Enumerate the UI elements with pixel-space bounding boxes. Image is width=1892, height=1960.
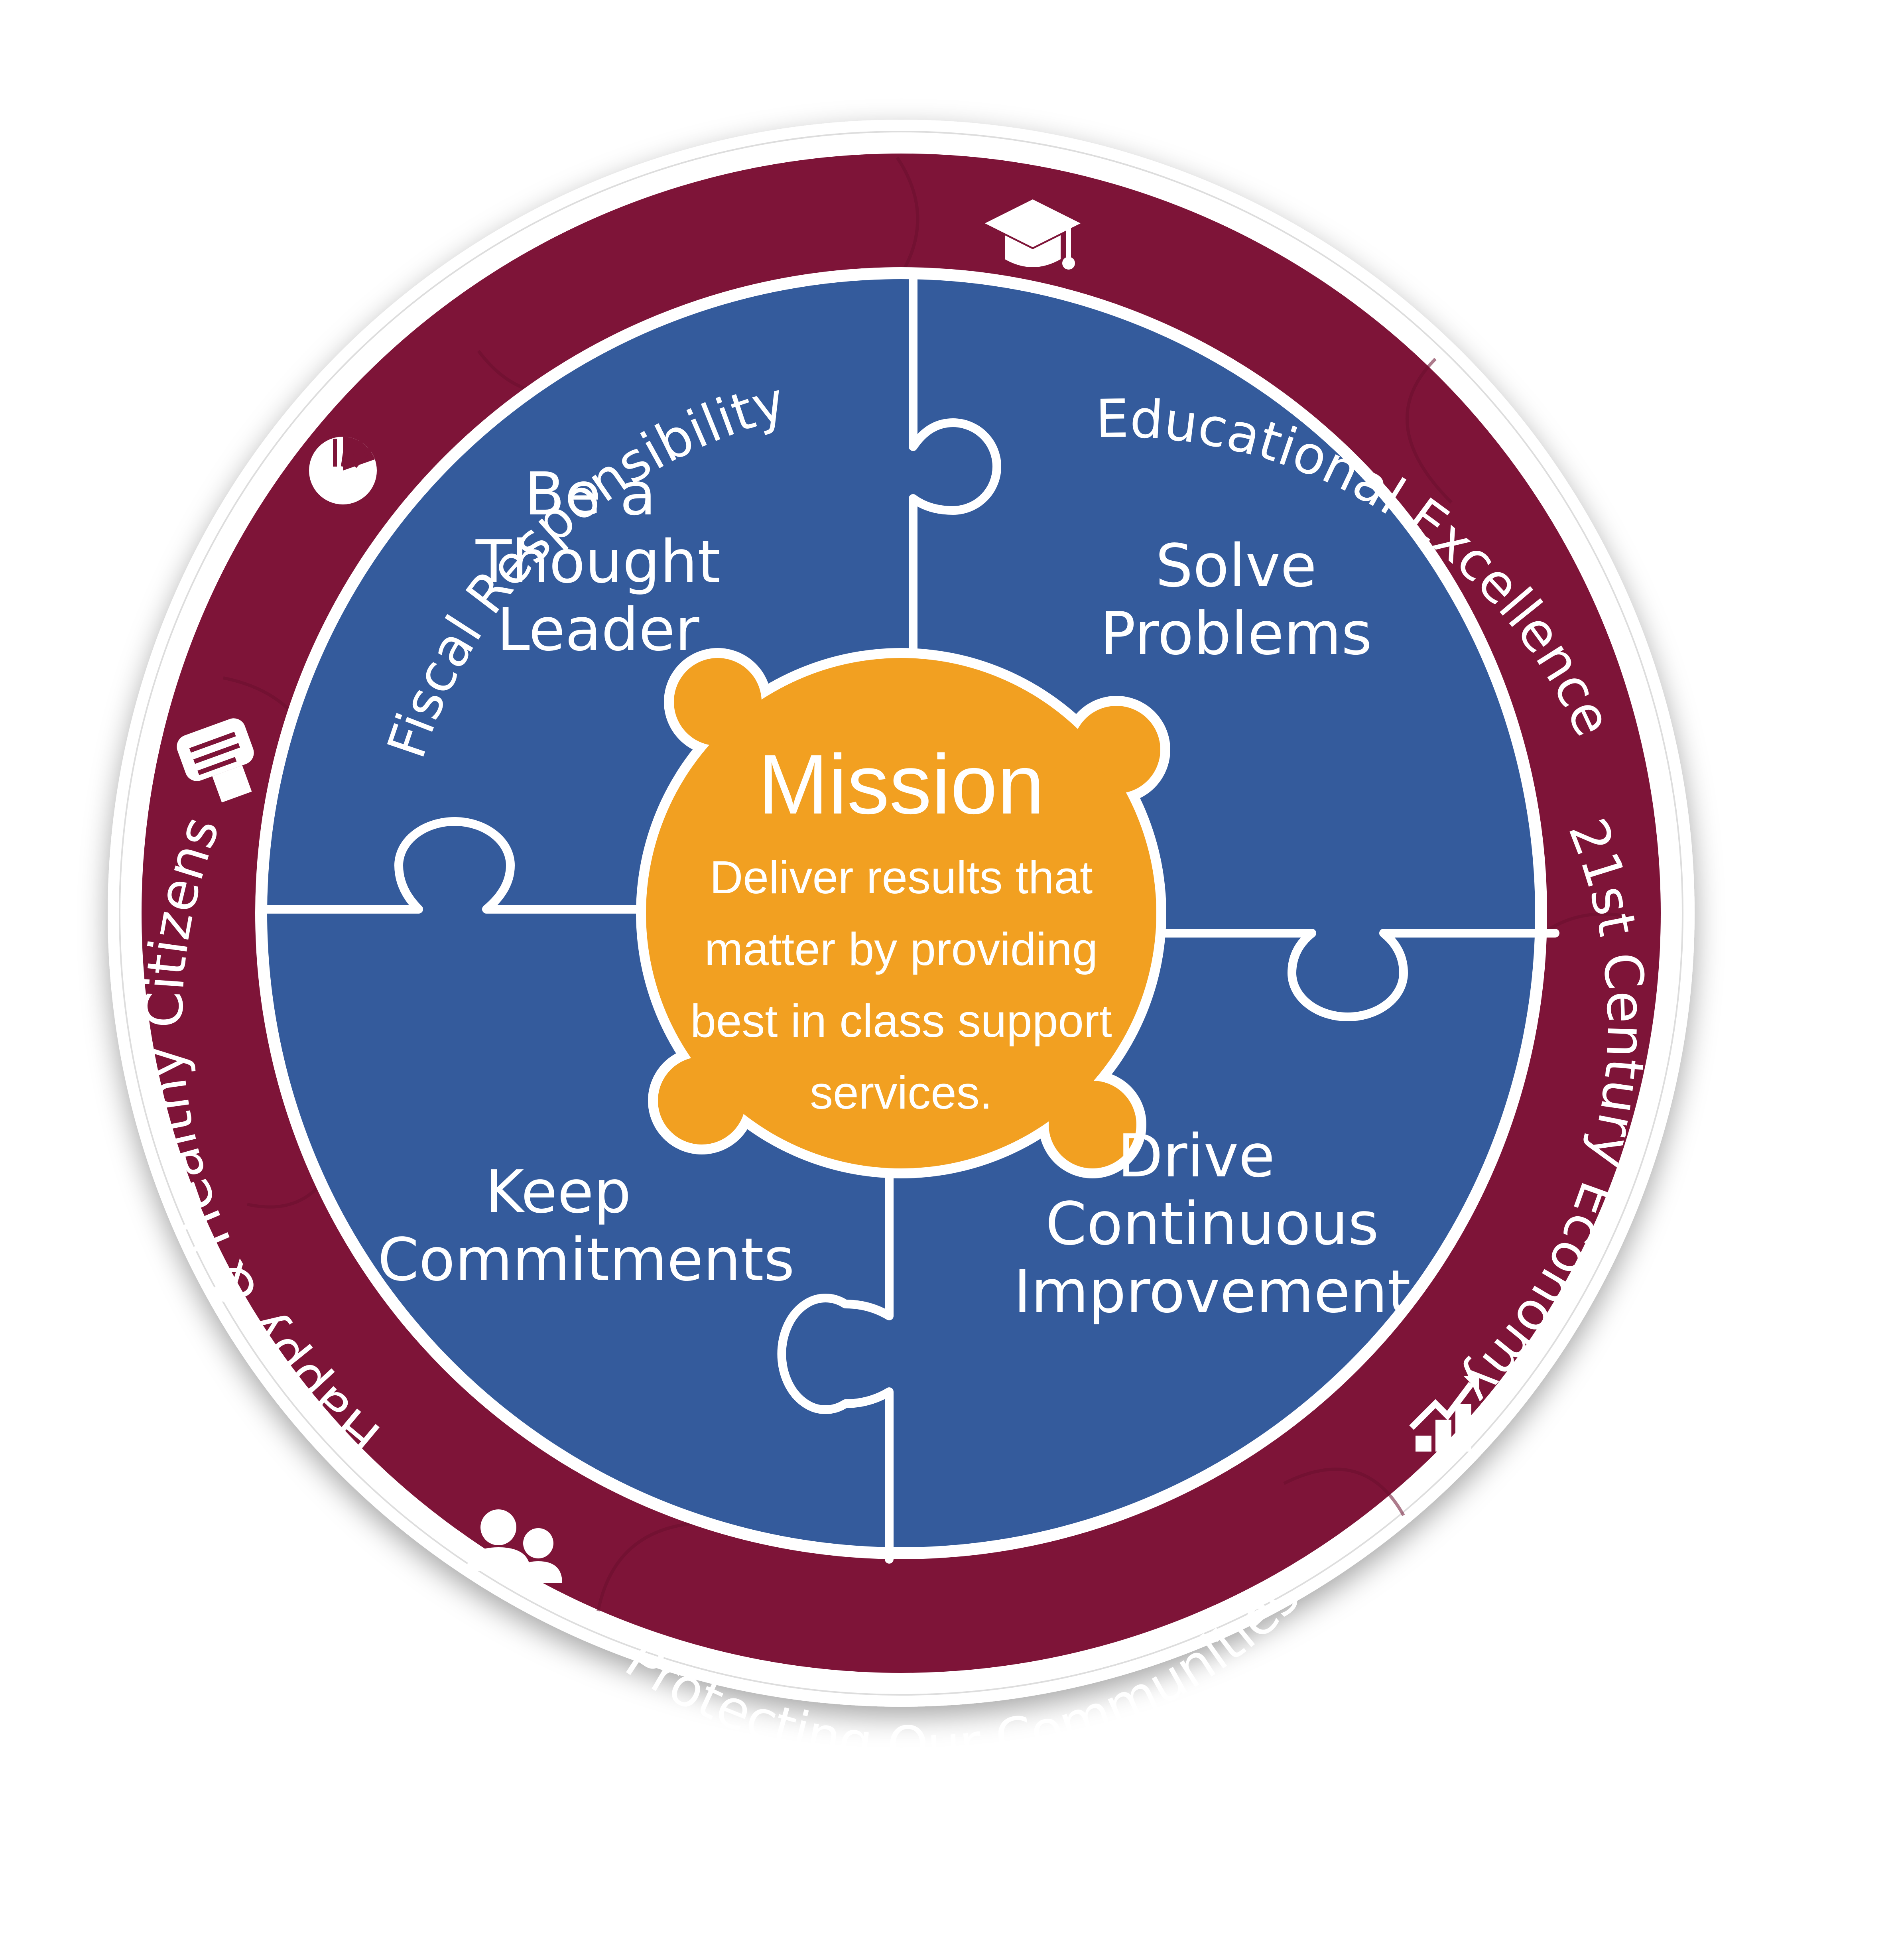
handshake-icon	[177, 718, 254, 803]
puzzle-line-bottom	[777, 1144, 894, 1564]
mission-title: Mission	[758, 737, 1045, 831]
piece-label-line: Continuous	[1045, 1190, 1379, 1258]
mission-center-piece: Mission Deliver results that matter by p…	[636, 648, 1170, 1178]
people-icon	[467, 1509, 562, 1583]
mission-body-line-3: best in class support	[690, 995, 1112, 1047]
mission-body-line-1: Deliver results that	[710, 851, 1093, 903]
piece-label-line: Problems	[1100, 599, 1372, 668]
piece-label-line: Solve	[1156, 532, 1317, 600]
piece-label-line: Drive	[1118, 1122, 1275, 1190]
graduation-cap-icon	[985, 199, 1081, 270]
piece-keep-commitments: Keep Commitments	[378, 1158, 795, 1294]
piece-label-line: Commitments	[378, 1225, 795, 1294]
puzzle-line-top	[909, 275, 1001, 682]
piece-label-line: Thought	[475, 528, 721, 596]
piece-label-line: Be a	[524, 460, 656, 528]
growth-chart-icon	[1409, 1376, 1479, 1452]
piece-label-line: Improvement	[1014, 1257, 1411, 1326]
puzzle-line-left	[263, 817, 654, 914]
mission-body-line-2: matter by providing	[705, 923, 1098, 975]
puzzle-line-right	[1152, 929, 1559, 1021]
piece-label-line: Leader	[497, 595, 699, 664]
piece-continuous-improvement: Drive Continuous Improvement	[1014, 1122, 1411, 1326]
pie-chart-icon	[309, 437, 377, 504]
piece-solve-problems: Solve Problems	[1100, 532, 1372, 668]
mission-body-line-4: services.	[810, 1067, 992, 1119]
piece-label-line: Keep	[485, 1158, 631, 1226]
piece-thought-leader: Be a Thought Leader	[475, 460, 721, 664]
